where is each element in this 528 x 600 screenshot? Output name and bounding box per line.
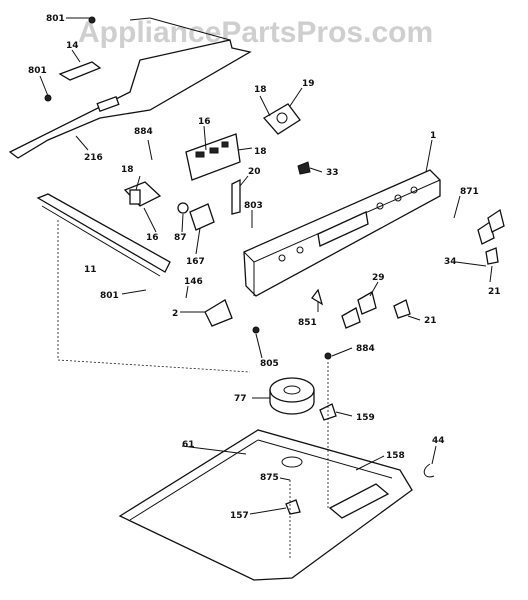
knob-part — [177, 202, 189, 214]
bracket-box — [189, 203, 215, 231]
label-16b: 18 — [254, 147, 267, 157]
label-801-left: 801 — [28, 66, 47, 76]
label-16: 16 — [198, 117, 211, 127]
label-18a: 18 — [254, 85, 267, 95]
label-44: 44 — [432, 436, 445, 446]
clip-157 — [285, 499, 301, 515]
label-216: 216 — [84, 153, 103, 163]
clip-part — [58, 61, 102, 81]
label-884-mid: 884 — [134, 127, 153, 137]
knobs-group — [341, 208, 505, 329]
label-21b: 21 — [424, 316, 437, 326]
label-157: 157 — [230, 511, 249, 521]
part-labels: 801 14 801 216 884 16 18 18 19 18 16 20 … — [28, 14, 501, 521]
leader-lines — [39, 17, 493, 560]
label-803: 803 — [244, 201, 263, 211]
switch-right — [262, 103, 301, 135]
label-29: 29 — [372, 273, 385, 283]
label-2: 2 — [172, 309, 178, 319]
label-18-bottom: 16 — [146, 233, 159, 243]
part-851 — [311, 288, 324, 306]
label-20: 20 — [248, 167, 261, 177]
label-87: 87 — [174, 233, 187, 243]
screw-top — [88, 16, 96, 24]
label-805: 805 — [260, 359, 279, 369]
bracket-20 — [231, 178, 241, 215]
label-146: 146 — [184, 277, 203, 287]
label-18-switch: 18 — [121, 165, 134, 175]
label-11: 11 — [84, 265, 97, 275]
hook-44 — [423, 463, 435, 478]
transformer-77 — [269, 377, 315, 415]
label-19: 19 — [302, 79, 315, 89]
left-rail — [36, 193, 171, 277]
label-801-low: 801 — [100, 291, 119, 301]
label-158: 158 — [386, 451, 405, 461]
control-panel — [243, 169, 441, 297]
label-875: 875 — [260, 473, 279, 483]
bottom-panel — [118, 429, 413, 581]
label-14: 14 — [66, 41, 79, 51]
screw-884 — [324, 352, 332, 360]
label-21a: 21 — [488, 287, 501, 297]
control-board — [185, 133, 241, 181]
screw-805 — [252, 326, 260, 334]
label-61: 61 — [182, 440, 195, 450]
label-167: 167 — [186, 257, 205, 267]
label-77: 77 — [234, 394, 247, 404]
top-cover-panel — [8, 17, 252, 159]
label-1: 1 — [430, 131, 436, 141]
label-33: 33 — [326, 168, 339, 178]
label-884-low: 884 — [356, 344, 375, 354]
label-34: 34 — [444, 257, 457, 267]
label-159: 159 — [356, 413, 375, 423]
bracket-2 — [204, 299, 233, 327]
label-801-top: 801 — [46, 14, 65, 24]
watermark: AppliancePartsPros.com — [78, 16, 433, 49]
switch-left — [123, 181, 162, 207]
label-871: 871 — [460, 187, 479, 197]
label-851: 851 — [298, 318, 317, 328]
part-33 — [297, 161, 311, 175]
